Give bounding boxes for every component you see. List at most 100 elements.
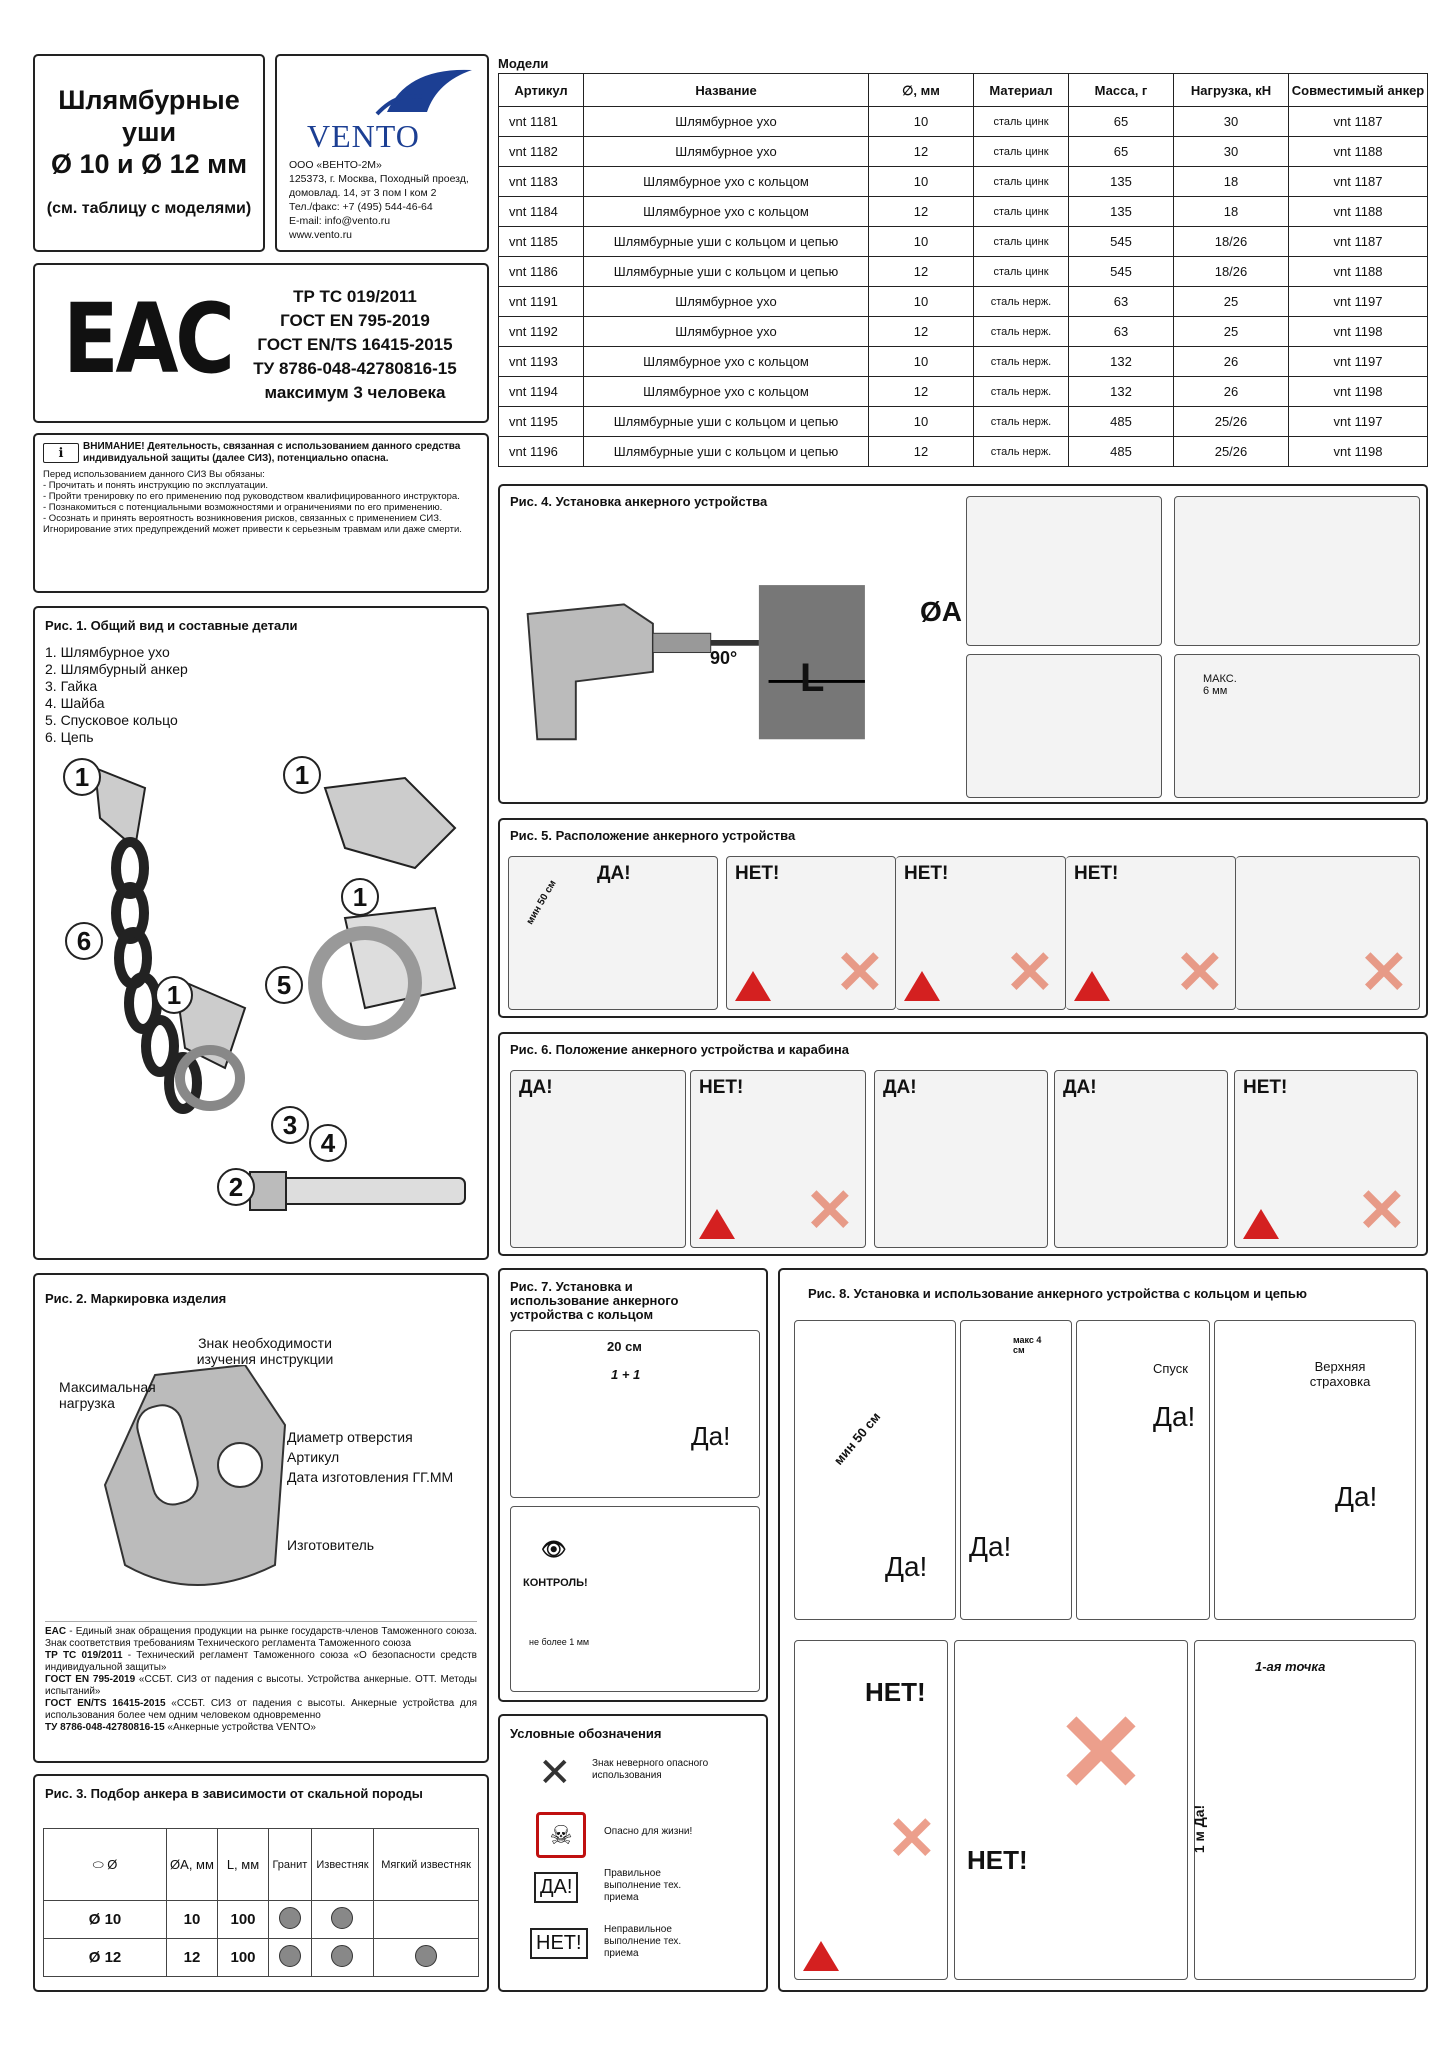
table-cell: vnt 1198	[1288, 436, 1428, 467]
figure-7-title: Рис. 7. Установка и использование анкерн…	[510, 1279, 679, 1322]
warning-heading: ВНИМАНИЕ! Деятельность, связанная с испо…	[83, 441, 461, 464]
top-rope-label: Верхняя страховка	[1309, 1359, 1371, 1389]
anchor-selection-table: ⬭ Ø ØA, мм L, мм Гранит Известняк Мягкий…	[43, 1828, 479, 1977]
table-cell: сталь нерж.	[973, 286, 1069, 317]
cross-icon: ✕	[1358, 939, 1409, 1006]
suitable-dot	[278, 1944, 301, 1967]
legend-yes-icon: ДА!	[534, 1872, 579, 1903]
max-value: 6 мм	[1203, 685, 1228, 697]
callout-6: 6	[65, 922, 103, 960]
legend-danger-text: Опасно для жизни!	[604, 1826, 693, 1837]
placement-no-1: НЕТ!✕	[726, 856, 896, 1010]
table-cell: 12	[868, 436, 974, 467]
table-cell: 63	[1068, 316, 1174, 347]
legend-danger-icon: ☠	[536, 1812, 586, 1858]
chain-first-point: 1-ая точка 1 м Да!	[1191, 1640, 1416, 1980]
table-cell: 26	[1173, 346, 1289, 377]
hanger-marking-illustration	[103, 1365, 287, 1586]
label-manufacturer: Изготовитель	[287, 1537, 375, 1553]
table-cell: сталь цинк	[973, 106, 1069, 137]
callout-2: 2	[217, 1168, 255, 1206]
figure-6-title: Рис. 6. Положение анкерного устройства и…	[510, 1042, 849, 1057]
chain-top-rope: Верхняя страховка Да!	[1214, 1320, 1416, 1620]
table-cell: сталь нерж.	[973, 316, 1069, 347]
table-cell: 12	[868, 316, 974, 347]
yes-label: Да!	[1335, 1481, 1378, 1512]
table-cell: 25	[1173, 316, 1289, 347]
yes-label: Да!	[885, 1551, 928, 1582]
legend-no-text: Неправильное выполнение тех. приема	[604, 1924, 682, 1959]
figure-4-title: Рис. 4. Установка анкерного устройства	[510, 494, 768, 509]
descent-label: Спуск	[1153, 1361, 1188, 1376]
no-label: НЕТ!	[967, 1845, 1028, 1875]
cross-icon: ✕	[886, 1805, 937, 1872]
table-cell: Шлямбурное ухо	[583, 136, 869, 167]
carabiner-no-2: НЕТ!✕	[1234, 1070, 1418, 1248]
cross-icon: ✕	[1054, 1692, 1147, 1815]
callout-1d: 1	[341, 878, 379, 916]
callout-1c: 1	[155, 976, 193, 1014]
table-cell: vnt 1184	[498, 196, 584, 227]
figure-8-title: Рис. 8. Установка и использование анкерн…	[808, 1286, 1307, 1301]
table-cell: 12	[868, 376, 974, 407]
table-cell: 132	[1068, 346, 1174, 377]
table-cell: 10	[868, 346, 974, 377]
min-distance-label: мин 50 см	[524, 878, 559, 927]
danger-icon	[1074, 971, 1110, 1001]
chain-min-distance: мин 50 см Да!	[794, 1320, 956, 1620]
company-contacts: ООО «ВЕНТО-2М» 125373, г. Москва, Походн…	[289, 159, 469, 241]
table-cell: Шлямбурные уши с кольцом и цепью	[583, 226, 869, 257]
table-cell: vnt 1196	[498, 436, 584, 467]
eye-icon: 👁	[541, 1539, 567, 1561]
ratio-label: 1 + 1	[611, 1367, 641, 1382]
suitable-dot	[331, 1944, 354, 1967]
danger-icon	[699, 1209, 735, 1239]
suitable-dot	[331, 1906, 354, 1929]
control-label: КОНТРОЛЬ!	[523, 1577, 588, 1589]
cross-icon: ✕	[804, 1177, 855, 1244]
diameter-label: ØA	[920, 596, 962, 627]
drilling-illustration	[510, 556, 950, 766]
table-cell: сталь цинк	[973, 136, 1069, 167]
eac-logo: EAC	[63, 283, 235, 395]
table-cell: Шлямбурное ухо с кольцом	[583, 196, 869, 227]
table-cell: 26	[1173, 376, 1289, 407]
table-cell: vnt 1197	[1288, 286, 1428, 317]
table-cell: 12	[868, 196, 974, 227]
product-subtitle: (см. таблицу с моделями)	[46, 200, 252, 217]
table-cell: 545	[1068, 226, 1174, 257]
table-cell: сталь цинк	[973, 166, 1069, 197]
yes-label: Да!	[691, 1421, 731, 1451]
insert-anchor-panel	[1174, 496, 1420, 646]
figure-1: Рис. 1. Общий вид и составные детали 1. …	[33, 606, 489, 1260]
table-cell: 18	[1173, 166, 1289, 197]
table-cell: сталь нерж.	[973, 406, 1069, 437]
head-granite: Гранит	[268, 1828, 312, 1901]
chain-no-1: НЕТ! ✕	[794, 1640, 948, 1980]
cross-icon: ✕	[834, 939, 885, 1006]
figure-8: Рис. 8. Установка и использование анкерн…	[778, 1268, 1428, 1992]
table-cell: сталь цинк	[973, 196, 1069, 227]
table-cell: Шлямбурное ухо	[583, 316, 869, 347]
placement-yes: ДА! мин 50 см	[508, 856, 718, 1010]
label-instruction: Знак необходимости изучения инструкции	[196, 1335, 334, 1367]
label-hole-dia: Диаметр отверстия	[287, 1429, 413, 1445]
placement-no-4: ✕	[1236, 856, 1420, 1010]
table-cell: Шлямбурные уши с кольцом и цепью	[583, 436, 869, 467]
callout-4: 4	[309, 1124, 347, 1162]
placement-no-3: НЕТ!✕	[1066, 856, 1236, 1010]
label-article: Артикул	[287, 1449, 340, 1465]
length-label: L	[800, 656, 825, 700]
table-cell: 18/26	[1173, 256, 1289, 287]
danger-icon	[904, 971, 940, 1001]
table-cell: 65	[1068, 136, 1174, 167]
max-label: МАКС.	[1203, 673, 1237, 685]
figure-1-title: Рис. 1. Общий вид и составные детали	[45, 618, 298, 633]
figure-4: Рис. 4. Установка анкерного устройства 9…	[498, 484, 1428, 804]
table-cell: сталь нерж.	[973, 346, 1069, 377]
